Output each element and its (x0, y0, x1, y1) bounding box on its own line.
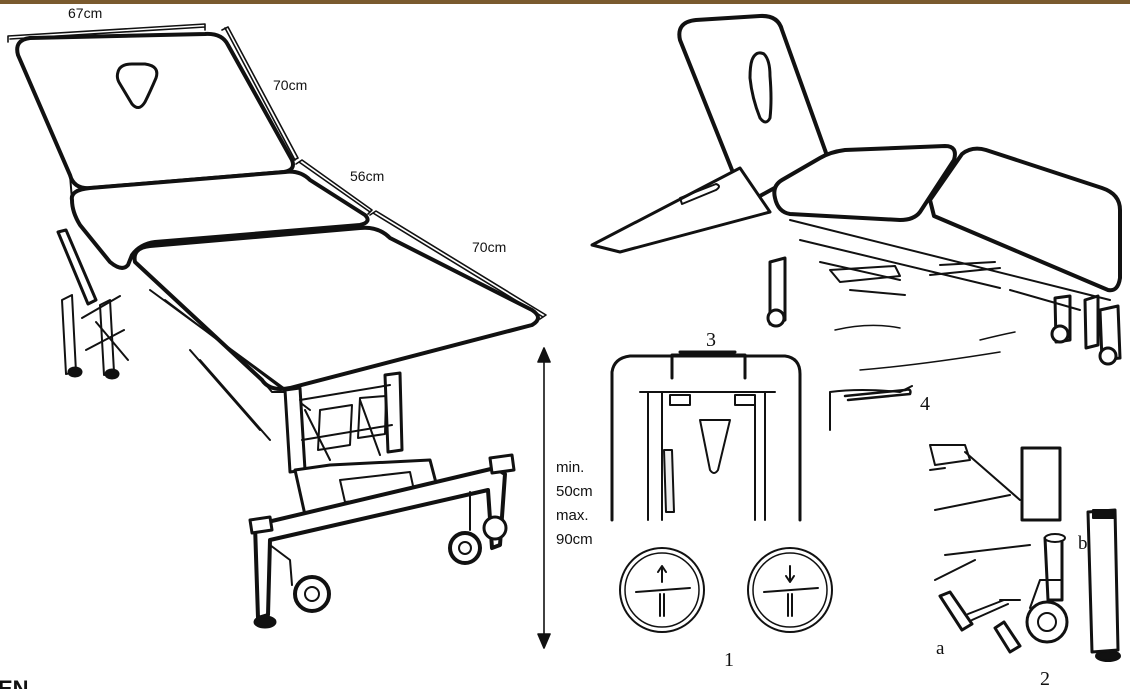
face-hole (115, 62, 159, 109)
castor-detail-2 (929, 444, 1121, 662)
head-width-label: 67cm (68, 5, 102, 21)
height-max-value: 90cm (556, 531, 593, 548)
middle-section (69, 169, 370, 270)
detail-number-2: 2 (1040, 668, 1050, 689)
middle-length-label: 56cm (350, 168, 384, 184)
height-min-label: min. (556, 459, 584, 476)
foot-length-label: 70cm (472, 239, 506, 255)
angled-middle-section (772, 144, 957, 222)
headrest-mechanism-detail (610, 350, 833, 633)
detail-number-4: 4 (920, 393, 930, 415)
main-table-drawing (15, 31, 540, 629)
angled-foot-section (928, 146, 1122, 293)
corner-text: EN (0, 676, 29, 689)
lever-detail-4 (829, 324, 1016, 431)
height-max-label: max. (556, 507, 589, 524)
head-length-label: 70cm (273, 77, 307, 93)
detail-letter-b: b (1078, 533, 1088, 554)
detail-number-1: 1 (724, 649, 734, 671)
height-min-value: 50cm (556, 483, 593, 500)
wheel-front-right (448, 531, 482, 565)
dimension-lines (7, 23, 551, 649)
wheel-back (482, 515, 508, 541)
angled-table-drawing (590, 13, 1122, 366)
wheel-front-left (293, 575, 331, 613)
arm-flap (590, 166, 772, 254)
detail-number-3: 3 (706, 329, 716, 351)
head-section (15, 31, 295, 191)
detail-letter-a: a (936, 638, 945, 659)
top-bar (0, 0, 1130, 4)
